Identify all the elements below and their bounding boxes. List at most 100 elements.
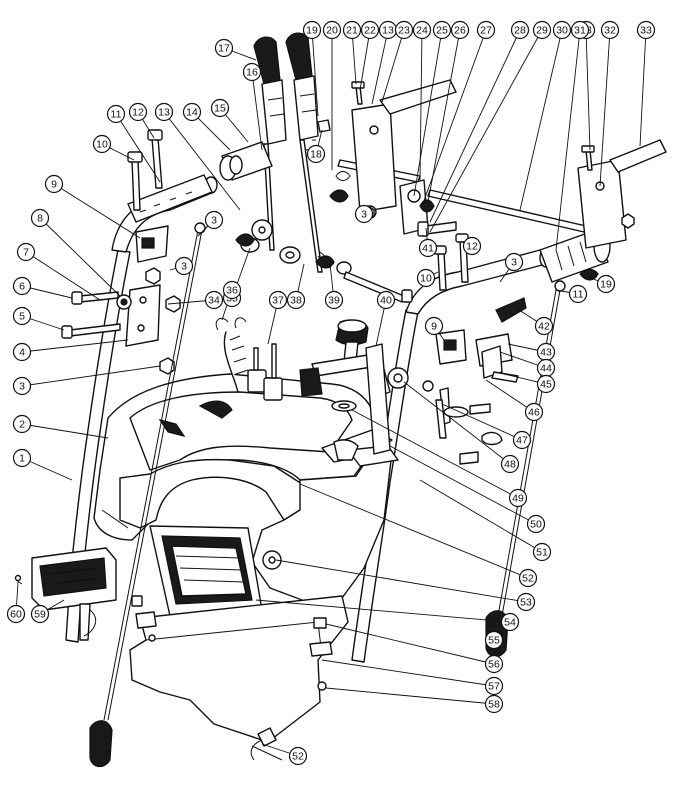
- callout-c47: 47: [512, 430, 532, 450]
- callout-group: 1233333456789910101111121213131314151617…: [6, 20, 656, 766]
- callout-c18: 18: [306, 144, 326, 164]
- callout-label: 19: [600, 279, 612, 291]
- callout-label: 3: [211, 215, 217, 227]
- callout-c36: 36: [222, 280, 242, 300]
- callout-label: 28: [514, 25, 526, 37]
- callout-circle: [222, 280, 242, 300]
- callout-c59: 59: [30, 604, 50, 624]
- callout-label: 17: [218, 43, 230, 55]
- callout-label: 21: [346, 25, 358, 37]
- callout-label: 33: [640, 25, 652, 37]
- leader-line-c50: [389, 445, 537, 525]
- callout-circle: [524, 402, 544, 422]
- callout-label: 27: [480, 25, 492, 37]
- callout-label: 26: [454, 25, 466, 37]
- callout-label: 59: [34, 609, 46, 621]
- callout-label: 24: [416, 25, 428, 37]
- callout-label: 55: [488, 635, 500, 647]
- callout-c2: 2: [12, 414, 32, 434]
- callout-c44: 44: [536, 358, 556, 378]
- callout-circle: [342, 20, 362, 40]
- callout-circle: [450, 20, 470, 40]
- callout-c46: 46: [524, 402, 544, 422]
- callout-c34: 34: [204, 290, 224, 310]
- leader-line-c49: [351, 409, 519, 499]
- callout-label: 3: [19, 381, 25, 393]
- callout-c19b: 19: [596, 274, 616, 294]
- callout-c6: 6: [12, 276, 32, 296]
- callout-circle: [12, 448, 32, 468]
- callout-c3a: 3: [12, 376, 32, 396]
- callout-circle: [534, 316, 554, 336]
- callout-circle: [418, 238, 438, 258]
- left-bracket-plate: [125, 225, 169, 347]
- callout-label: 22: [364, 25, 376, 37]
- callout-label: 19: [306, 25, 318, 37]
- callout-circle: [204, 210, 224, 230]
- control-lever-left: [253, 36, 287, 145]
- callout-label: 42: [538, 321, 550, 333]
- leader-line-c56: [325, 623, 495, 665]
- leader-line-c54: [255, 599, 511, 623]
- callout-circle: [242, 62, 262, 82]
- callout-circle: [512, 430, 532, 450]
- callout-c48: 48: [500, 454, 520, 474]
- callout-circle: [532, 20, 552, 40]
- leader-line-c52a: [299, 483, 529, 579]
- callout-label: 16: [246, 67, 258, 79]
- callout-label: 46: [528, 407, 540, 419]
- callout-circle: [484, 676, 504, 696]
- callout-label: 53: [520, 597, 532, 609]
- callout-c56: 56: [484, 654, 504, 674]
- callout-label: 43: [540, 347, 552, 359]
- callout-circle: [570, 20, 590, 40]
- leader-line-c16: [251, 71, 263, 151]
- leader-line-c22: [359, 29, 371, 91]
- callout-label: 10: [420, 273, 432, 285]
- callout-label: 4: [19, 347, 25, 359]
- callout-c40: 40: [376, 290, 396, 310]
- callout-circle: [268, 290, 288, 310]
- callout-circle: [92, 134, 112, 154]
- callout-c16: 16: [242, 62, 262, 82]
- leader-line-c26: [427, 29, 461, 203]
- callout-circle: [288, 746, 308, 766]
- callout-c5: 5: [12, 306, 32, 326]
- callout-circle: [518, 568, 538, 588]
- callout-circle: [44, 174, 64, 194]
- callout-label: 11: [573, 289, 584, 301]
- leader-line-c46: [485, 379, 535, 413]
- callout-label: 29: [536, 25, 548, 37]
- callout-c43: 43: [536, 342, 556, 362]
- callout-circle: [12, 414, 32, 434]
- callout-c26: 26: [450, 20, 470, 40]
- callout-c13b: 13: [378, 20, 398, 40]
- leader-line-c23: [381, 29, 405, 103]
- callout-label: 57: [488, 681, 500, 693]
- callout-circle: [210, 98, 230, 118]
- callout-label: 20: [326, 25, 338, 37]
- callout-c15: 15: [210, 98, 230, 118]
- right-control-bracket: [422, 297, 527, 392]
- callout-label: 50: [530, 519, 542, 531]
- callout-label: 37: [272, 295, 284, 307]
- callout-c3d: 3: [354, 204, 374, 224]
- callout-c52a: 52: [518, 568, 538, 588]
- callout-c9a: 9: [44, 174, 64, 194]
- callout-c51: 51: [532, 542, 552, 562]
- callout-c19a: 19: [302, 20, 322, 40]
- callout-c3e: 3: [504, 252, 524, 272]
- callout-c30: 30: [552, 20, 572, 40]
- chute-crank: [299, 319, 379, 412]
- callout-label: 31: [574, 25, 586, 37]
- callout-circle: [30, 208, 50, 228]
- switch-assembly: [215, 317, 283, 401]
- callout-circle: [516, 592, 536, 612]
- leader-line-c53: [275, 559, 527, 603]
- callout-c32: 32: [600, 20, 620, 40]
- callout-circle: [106, 104, 126, 124]
- leader-line-c51: [419, 479, 543, 553]
- callout-circle: [214, 38, 234, 58]
- callout-label: 12: [466, 241, 478, 253]
- callout-circle: [12, 376, 32, 396]
